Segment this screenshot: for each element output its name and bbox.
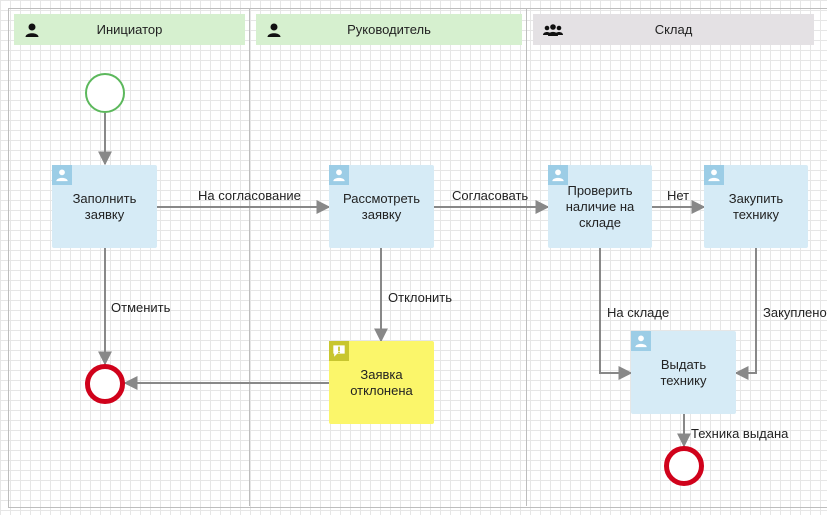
flow-label-cancel: Отменить bbox=[111, 300, 171, 315]
start-event[interactable] bbox=[85, 73, 125, 113]
task-label: Заявка отклонена bbox=[350, 366, 413, 398]
end-event-issued[interactable] bbox=[664, 446, 704, 486]
person-icon bbox=[25, 23, 39, 37]
lane-header-manager[interactable]: Руководитель bbox=[256, 14, 522, 45]
user-task-icon bbox=[704, 165, 724, 185]
task-label: Закупить технику bbox=[728, 190, 784, 222]
flow-label-purchased: Закуплено bbox=[763, 305, 827, 320]
task-label: Заполнить заявку bbox=[72, 190, 137, 222]
group-icon bbox=[543, 24, 563, 36]
task-review-request[interactable]: Рассмотреть заявку bbox=[329, 165, 434, 248]
flow-purchased bbox=[734, 248, 757, 380]
task-fill-request[interactable]: Заполнить заявку bbox=[52, 165, 157, 248]
flow-label-in-stock: На складе bbox=[607, 305, 670, 320]
task-label: Проверить наличие на складе bbox=[565, 182, 635, 230]
task-check-stock[interactable]: Проверить наличие на складе bbox=[548, 165, 652, 248]
user-task-icon bbox=[329, 165, 349, 185]
user-task-icon bbox=[548, 165, 568, 185]
notification-icon bbox=[329, 341, 349, 361]
lane-manager bbox=[250, 8, 527, 506]
task-label: Рассмотреть заявку bbox=[342, 190, 421, 222]
flow-label-no: Нет bbox=[667, 188, 690, 203]
task-issue[interactable]: Выдать технику bbox=[631, 331, 736, 414]
flow-label-reject: Отклонить bbox=[388, 290, 453, 305]
lane-title: Склад bbox=[654, 22, 693, 37]
task-label: Выдать технику bbox=[660, 356, 707, 388]
task-purchase[interactable]: Закупить технику bbox=[704, 165, 808, 248]
user-task-icon bbox=[631, 331, 651, 351]
lane-title: Руководитель bbox=[347, 22, 431, 37]
task-request-rejected[interactable]: Заявка отклонена bbox=[329, 341, 434, 424]
lane-title: Инициатор bbox=[96, 22, 163, 37]
flow-in-stock bbox=[599, 248, 633, 380]
flow-label-issued: Техника выдана bbox=[691, 426, 789, 441]
end-event-cancelled[interactable] bbox=[85, 364, 125, 404]
flow-label-approve: Согласовать bbox=[452, 188, 529, 203]
flow-label-to-approval: На согласование bbox=[198, 188, 301, 203]
user-task-icon bbox=[52, 165, 72, 185]
lane-initiator bbox=[8, 8, 250, 506]
lane-header-initiator[interactable]: Инициатор bbox=[14, 14, 245, 45]
lane-header-warehouse[interactable]: Склад bbox=[533, 14, 814, 45]
person-icon bbox=[267, 23, 281, 37]
pool-frame bbox=[8, 8, 827, 508]
